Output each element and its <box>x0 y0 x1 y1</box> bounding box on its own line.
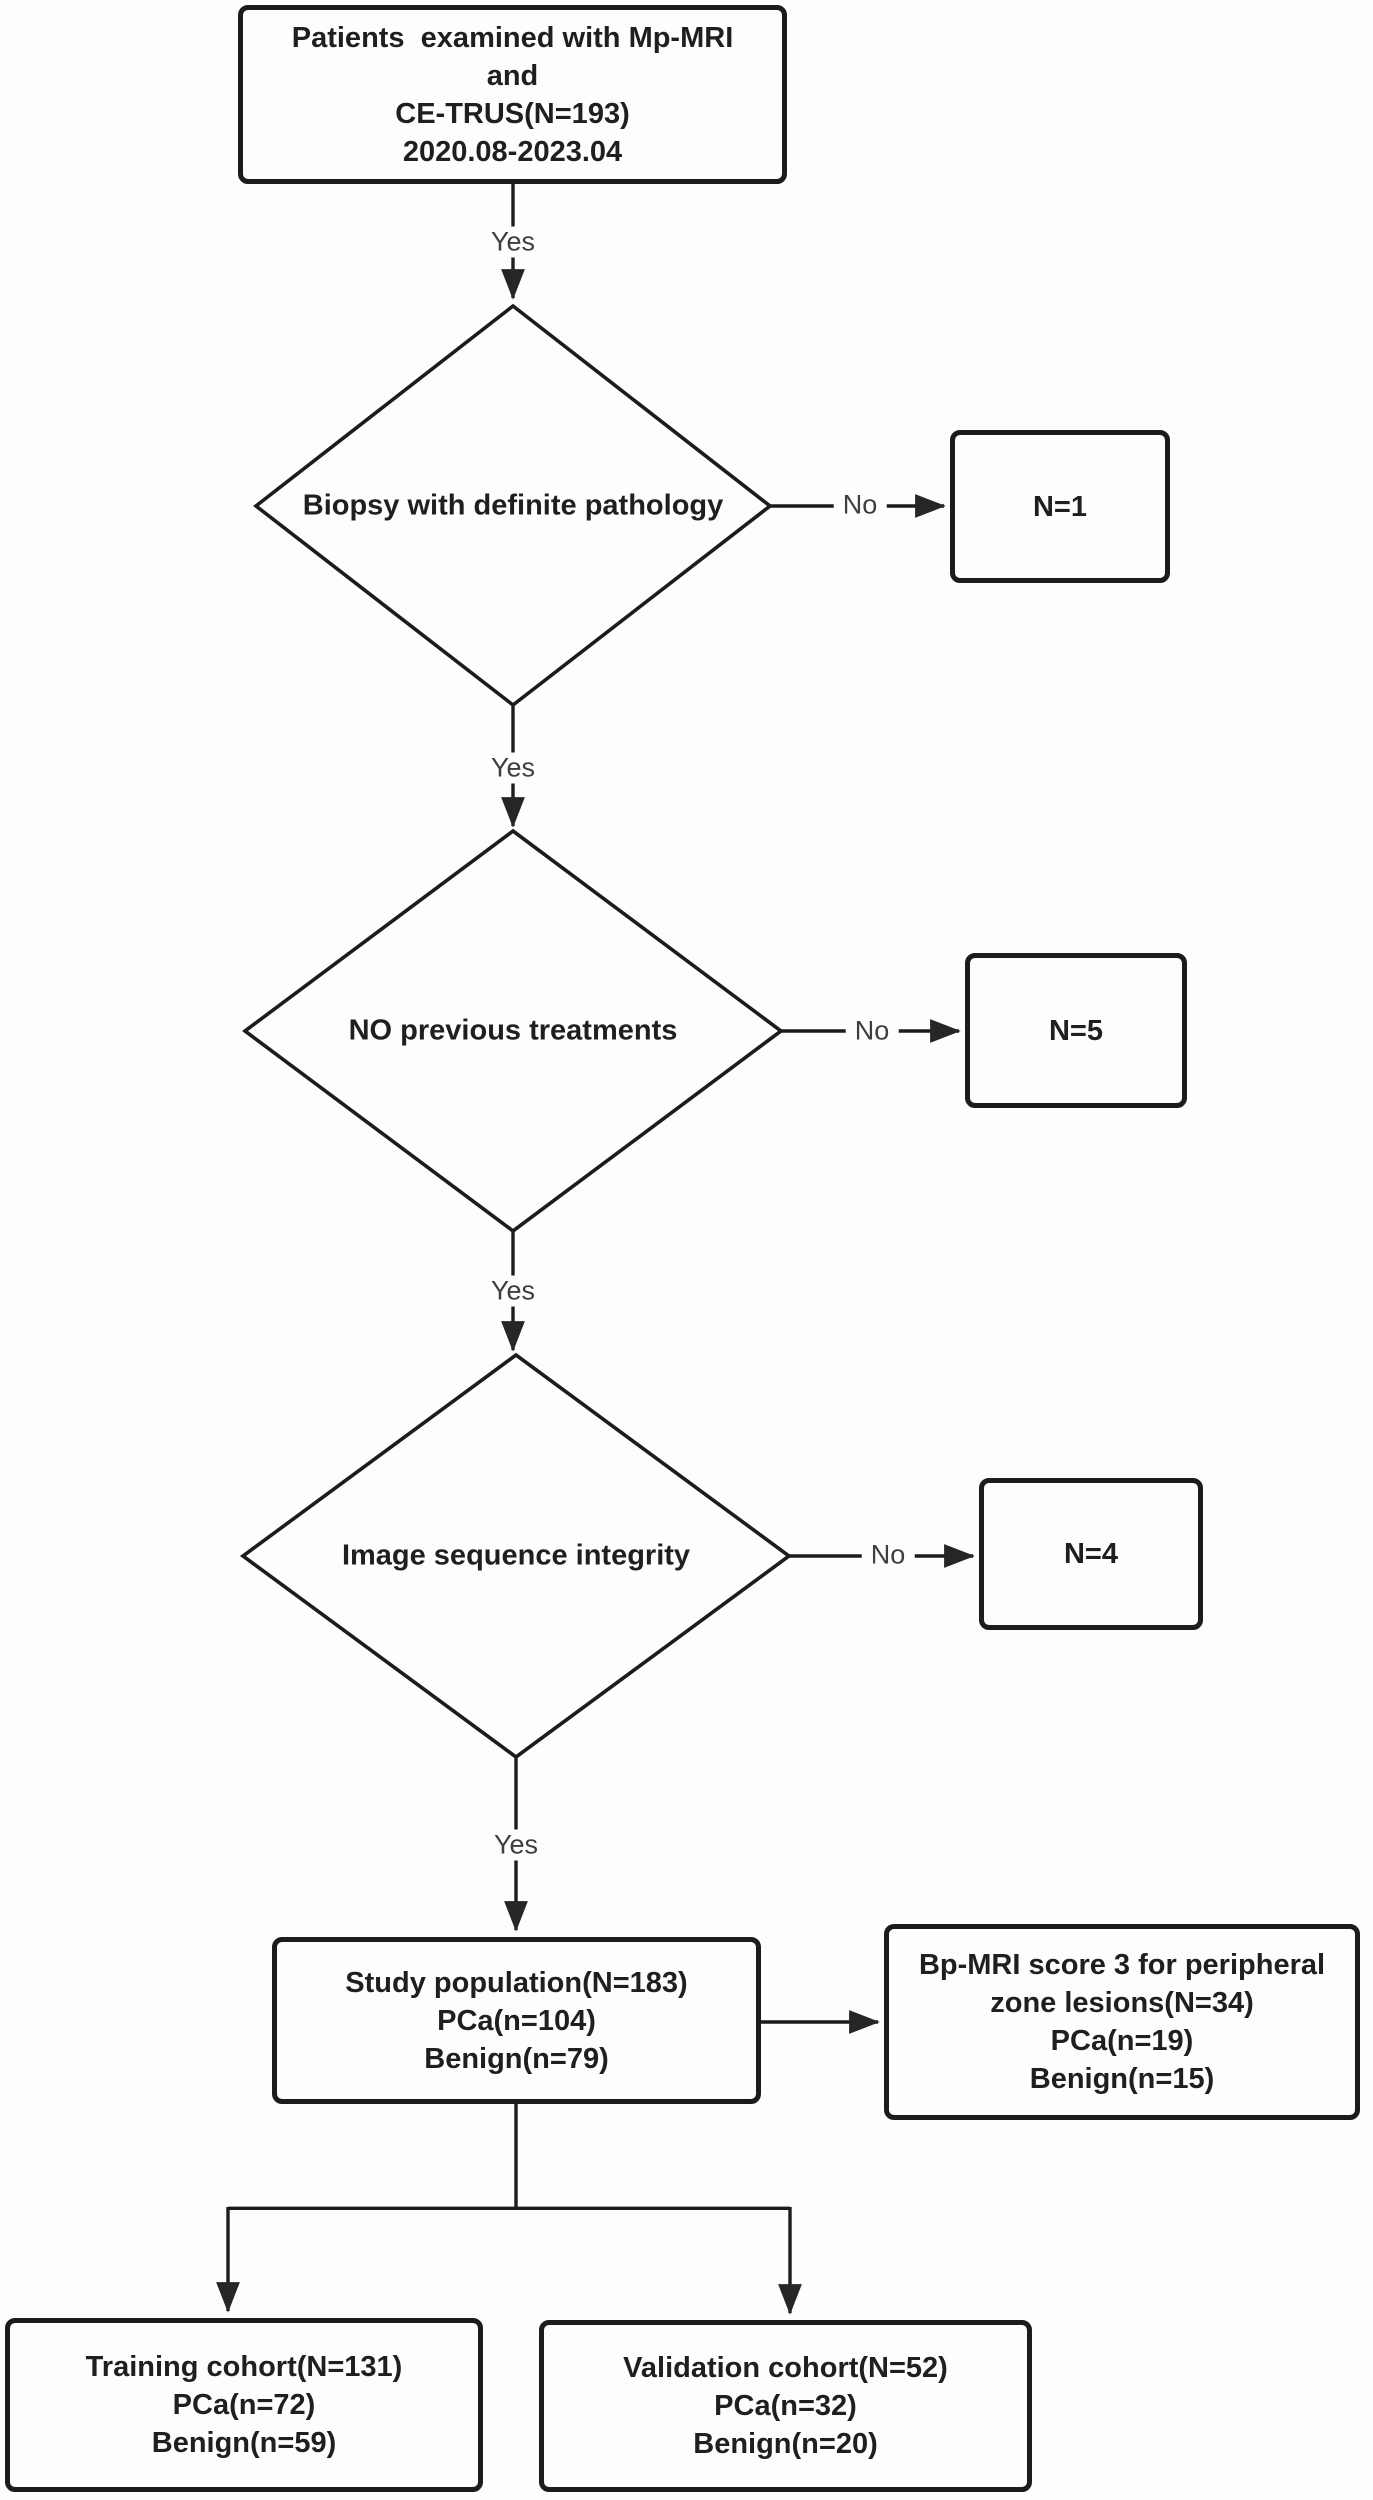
bpmri-box: Bp-MRI score 3 for peripheral zone lesio… <box>884 1924 1360 2120</box>
excluded1-box: N=1 <box>950 430 1170 583</box>
training-box-line: Training cohort(N=131) <box>85 2351 403 2383</box>
excluded3-label: N=4 <box>1063 1538 1118 1570</box>
yes-label-3: Yes <box>481 1275 545 1307</box>
yes-label-2: Yes <box>481 752 545 784</box>
excluded1-label: N=1 <box>1032 490 1087 523</box>
validation-cohort-box: Validation cohort(N=52) PCa(n=32) Benign… <box>539 2320 1032 2492</box>
study-population-box: Study population(N=183) PCa(n=104) Benig… <box>272 1937 761 2104</box>
no-label-2: No <box>845 1015 899 1047</box>
training-cohort-box: Training cohort(N=131) PCa(n=72) Benign(… <box>5 2318 483 2492</box>
study-box-line: Benign(n=79) <box>424 2042 609 2075</box>
validation-box-line: Benign(n=20) <box>693 2428 878 2460</box>
training-box-line: Benign(n=59) <box>151 2427 337 2459</box>
training-box-line: PCa(n=72) <box>172 2389 316 2421</box>
validation-box-line: Validation cohort(N=52) <box>623 2352 948 2384</box>
study-box-line: PCa(n=104) <box>437 2004 596 2037</box>
no-label-1: No <box>833 489 887 521</box>
decision3-label: Image sequence integrity <box>341 1539 691 1572</box>
start-box-line: Patients examined with Mp-MRI <box>291 21 734 54</box>
excluded2-label: N=5 <box>1048 1014 1103 1047</box>
start-box-line: CE-TRUS(N=193) <box>395 97 630 130</box>
start-box-line: and <box>486 59 539 92</box>
decision2-label: NO previous treatments <box>348 1014 678 1047</box>
study-box-line: Study population(N=183) <box>345 1966 688 1999</box>
excluded2-box: N=5 <box>965 953 1187 1108</box>
no-label-3: No <box>861 1539 915 1571</box>
bpmri-box-line: zone lesions(N=34) <box>990 1987 1254 2019</box>
validation-box-line: PCa(n=32) <box>714 2390 857 2422</box>
start-box-line: 2020.08-2023.04 <box>402 135 623 168</box>
start-box: Patients examined with Mp-MRI and CE-TRU… <box>238 5 787 184</box>
excluded3-box: N=4 <box>979 1478 1203 1630</box>
bpmri-box-line: Benign(n=15) <box>1029 2063 1215 2095</box>
decision1-label: Biopsy with definite pathology <box>302 489 724 522</box>
yes-label-4: Yes <box>484 1829 548 1861</box>
bpmri-box-line: PCa(n=19) <box>1050 2025 1194 2057</box>
bpmri-box-line: Bp-MRI score 3 for peripheral <box>918 1949 1326 1981</box>
yes-label-1: Yes <box>481 226 545 258</box>
